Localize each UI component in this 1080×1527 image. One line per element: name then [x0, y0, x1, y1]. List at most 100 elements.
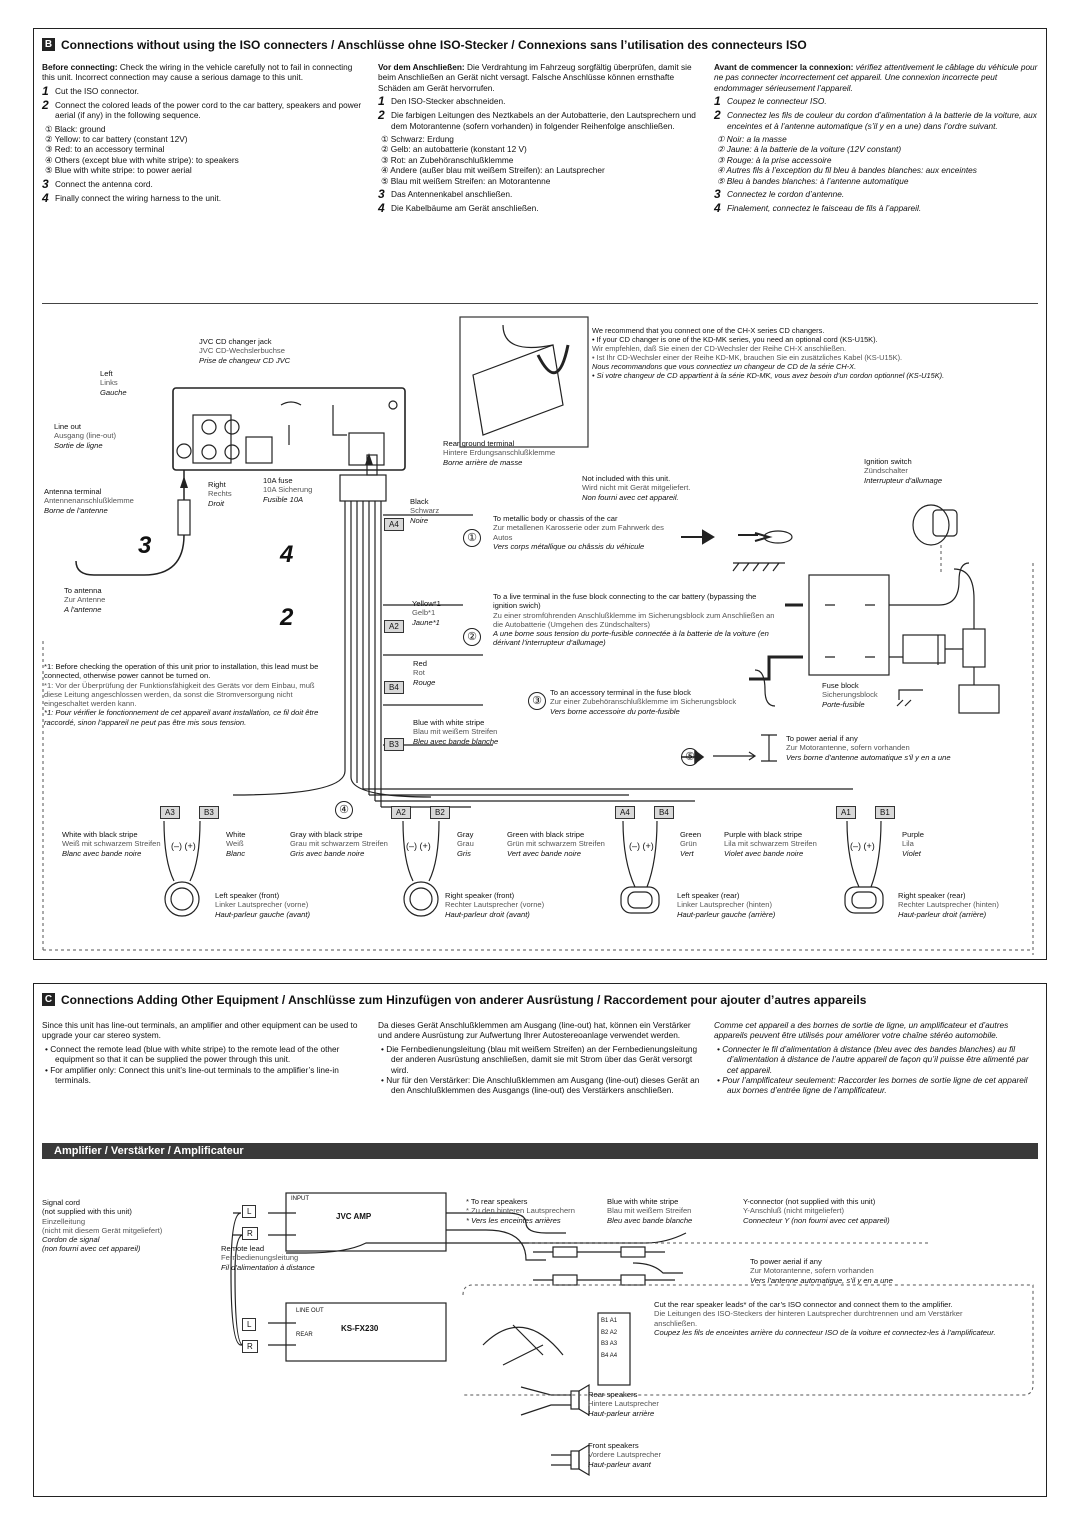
cut-note: Cut the rear speaker leads* of the car’s…	[654, 1300, 996, 1337]
seq-item: ② Yellow: to car battery (constant 12V)	[45, 134, 188, 145]
section-c-de-column: Da dieses Gerät Anschlußklemmen am Ausga…	[378, 1020, 700, 1096]
amplifier-bar: Amplifier / Verstärker / Amplificateur	[42, 1143, 1038, 1159]
seq-item: ④ Others (except blue with white stripe)…	[45, 154, 239, 165]
step-2: Connectez les fils de couleur du cordon …	[727, 110, 1037, 131]
signal-cord-label: Signal cord (not supplied with this unit…	[42, 1198, 163, 1254]
polarity: (–) (+)	[850, 841, 875, 851]
speaker-name: Left speaker (rear)Linker Lautsprecher (…	[677, 891, 776, 919]
speaker-name: Left speaker (front)Linker Lautsprecher …	[215, 891, 310, 919]
step-number-2: 2	[280, 604, 294, 631]
section-b-heading: B Connections without using the ISO conne…	[42, 38, 807, 52]
intro-bold: Avant de commencer la connexion:	[714, 62, 854, 72]
step-3: Connect the antenna cord.	[55, 178, 153, 189]
step-3: Connectez le cordon d’antenne.	[727, 189, 845, 200]
pin-tag: B1	[875, 806, 895, 819]
amp-input-label: INPUT	[291, 1196, 309, 1202]
seq-number-5: ⑤	[681, 748, 699, 766]
pin-tag: B4	[654, 806, 674, 819]
intro-text: vérifiez attentivement le câblage du véh…	[714, 62, 1038, 93]
speaker-name: Right speaker (front)Rechter Lautspreche…	[445, 891, 545, 919]
not-included-label: Not included with this unit.Wird nicht m…	[582, 474, 691, 502]
polarity: (–) (+)	[406, 841, 431, 851]
ksfx-name: KS-FX230	[341, 1324, 379, 1333]
rca-left-plug: L	[242, 1205, 257, 1218]
pin-tag: A4	[615, 806, 635, 819]
polarity: (–) (+)	[171, 841, 196, 851]
to-rear-label: * To rear speakers* Zu den hinteren Laut…	[466, 1197, 575, 1225]
pin-tag: A1	[836, 806, 856, 819]
seq-item: ① Noir: a la masse	[717, 134, 787, 145]
seq-item: ⑤ Blue with white stripe: to power aeria…	[45, 165, 192, 176]
section-c-frame	[33, 983, 1047, 1497]
seq-item: ④ Andere (außer blau mit weißem Streifen…	[381, 165, 605, 176]
accessory-terminal-label: To an accessory terminal in the fuse blo…	[550, 688, 737, 716]
polarity: (–) (+)	[629, 841, 654, 851]
iso-pins: B1 A1 B2 A2 B3 A3 B4 A4	[601, 1318, 618, 1359]
seq-number-1: ①	[463, 529, 481, 547]
pin-tag: A3	[160, 806, 180, 819]
seq-number-4: ④	[335, 801, 353, 819]
section-b-letter: B	[42, 38, 55, 51]
note-1: *1: Before checking the operation of thi…	[44, 662, 319, 727]
step-2: Connect the colored leads of the power c…	[55, 99, 362, 121]
bullet: • Nur für den Verstärker: Die Anschlußkl…	[381, 1075, 700, 1096]
section-b-fr-column: Avant de commencer la connexion: vérifie…	[714, 62, 1038, 216]
section-b-frame	[33, 28, 1047, 960]
wiring-diagram	[42, 316, 1034, 955]
bullet: • Connecter le fil d’alimentation à dist…	[717, 1043, 1029, 1075]
step-number-3: 3	[138, 532, 152, 559]
amplifier-diagram	[230, 1192, 1034, 1477]
section-b-en-column: Before connecting: Check the wiring in t…	[42, 62, 364, 207]
step-1: Cut the ISO connector.	[55, 85, 139, 96]
seq-item: ① Schwarz: Erdung	[381, 134, 454, 145]
seq-item: ③ Rot: an Zubehöranschlußklemme	[381, 154, 514, 165]
y-connector-label: Y-connector (not supplied with this unit…	[743, 1197, 890, 1225]
section-b-divider	[42, 303, 1038, 304]
speaker-name: Right speaker (rear)Rechter Lautsprecher…	[898, 891, 999, 919]
seq-item: ④ Autres fils à l’exception du fil bleu …	[717, 165, 977, 176]
intro-bold: Vor dem Anschließen:	[378, 62, 465, 72]
step-3: Das Antennenkabel anschließen.	[391, 189, 513, 200]
seq-item: ① Black: ground	[45, 123, 106, 134]
rca-right-plug: R	[242, 1340, 258, 1353]
seq-number-3: ③	[528, 692, 546, 710]
section-c-fr-column: Comme cet appareil a des bornes de sorti…	[714, 1020, 1039, 1096]
pin-tag: A2	[384, 620, 404, 633]
section-c-en-column: Since this unit has line-out terminals, …	[42, 1020, 364, 1085]
bullet: • For amplifier only: Connect this unit’…	[45, 1064, 339, 1086]
recommend-note: We recommend that you connect one of the…	[592, 326, 945, 380]
seq-item: ③ Red: to an accessory terminal	[45, 144, 165, 155]
pin-tag: A2	[391, 806, 411, 819]
section-b-title: Connections without using the ISO connec…	[61, 38, 807, 52]
section-b-de-column: Vor dem Anschließen: Die Verdrahtung im …	[378, 62, 700, 217]
seq-item: ② Gelb: an autobatterie (konstant 12 V)	[381, 144, 527, 155]
pin-tag: B4	[384, 681, 404, 694]
intro-text: Check the wiring in the vehicle carefull…	[42, 62, 353, 83]
step-number-4: 4	[280, 541, 294, 568]
step-4: Finally connect the wiring harness to th…	[55, 192, 222, 203]
live-terminal-label: To a live terminal in the fuse block con…	[493, 592, 775, 648]
rear-label: REAR	[296, 1332, 313, 1338]
